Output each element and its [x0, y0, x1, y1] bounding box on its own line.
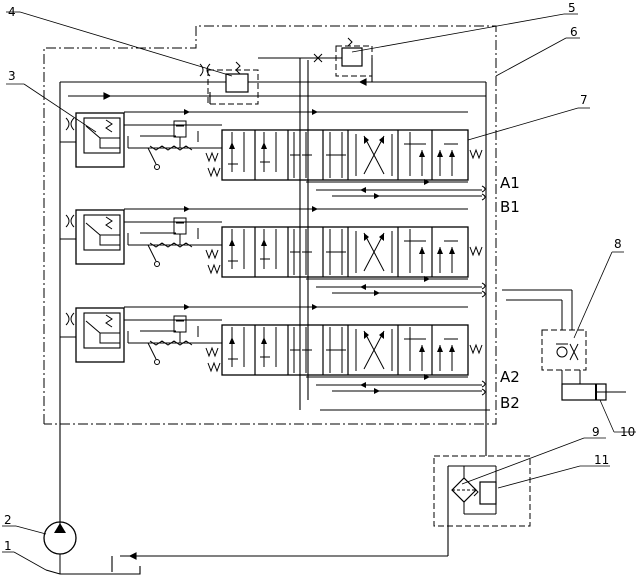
port-a2: A2: [500, 368, 520, 386]
port-a1: A1: [500, 174, 520, 192]
cylinder-10: [561, 383, 626, 401]
bypass-valve-11: [479, 481, 497, 505]
port-b1: B1: [500, 198, 520, 216]
callout-10: 10: [620, 425, 635, 439]
callout-4: 4: [8, 5, 16, 19]
callout-6: 6: [570, 25, 578, 39]
callout-11: 11: [594, 453, 609, 467]
valve-section-1: [59, 108, 486, 201]
hydraulic-lines: [45, 57, 490, 575]
callout-2: 2: [4, 513, 12, 527]
callout-3: 3: [8, 69, 16, 83]
callout-9: 9: [592, 425, 600, 439]
valve-section-3: [59, 303, 486, 396]
valve-bank-enclosure: [43, 25, 497, 425]
callout-7: 7: [580, 93, 588, 107]
port-b2: B2: [500, 394, 520, 412]
relief-valve-4: [199, 61, 259, 105]
check-valve-8: [502, 289, 587, 384]
callout-8: 8: [614, 237, 622, 251]
leader-lines: [2, 11, 636, 571]
callout-1: 1: [4, 539, 12, 553]
filter-assembly: [433, 455, 531, 527]
relief-valve-5: [313, 37, 373, 77]
callout-5: 5: [568, 1, 576, 15]
pump-2: [43, 521, 77, 574]
valve-section-2: [59, 205, 486, 298]
